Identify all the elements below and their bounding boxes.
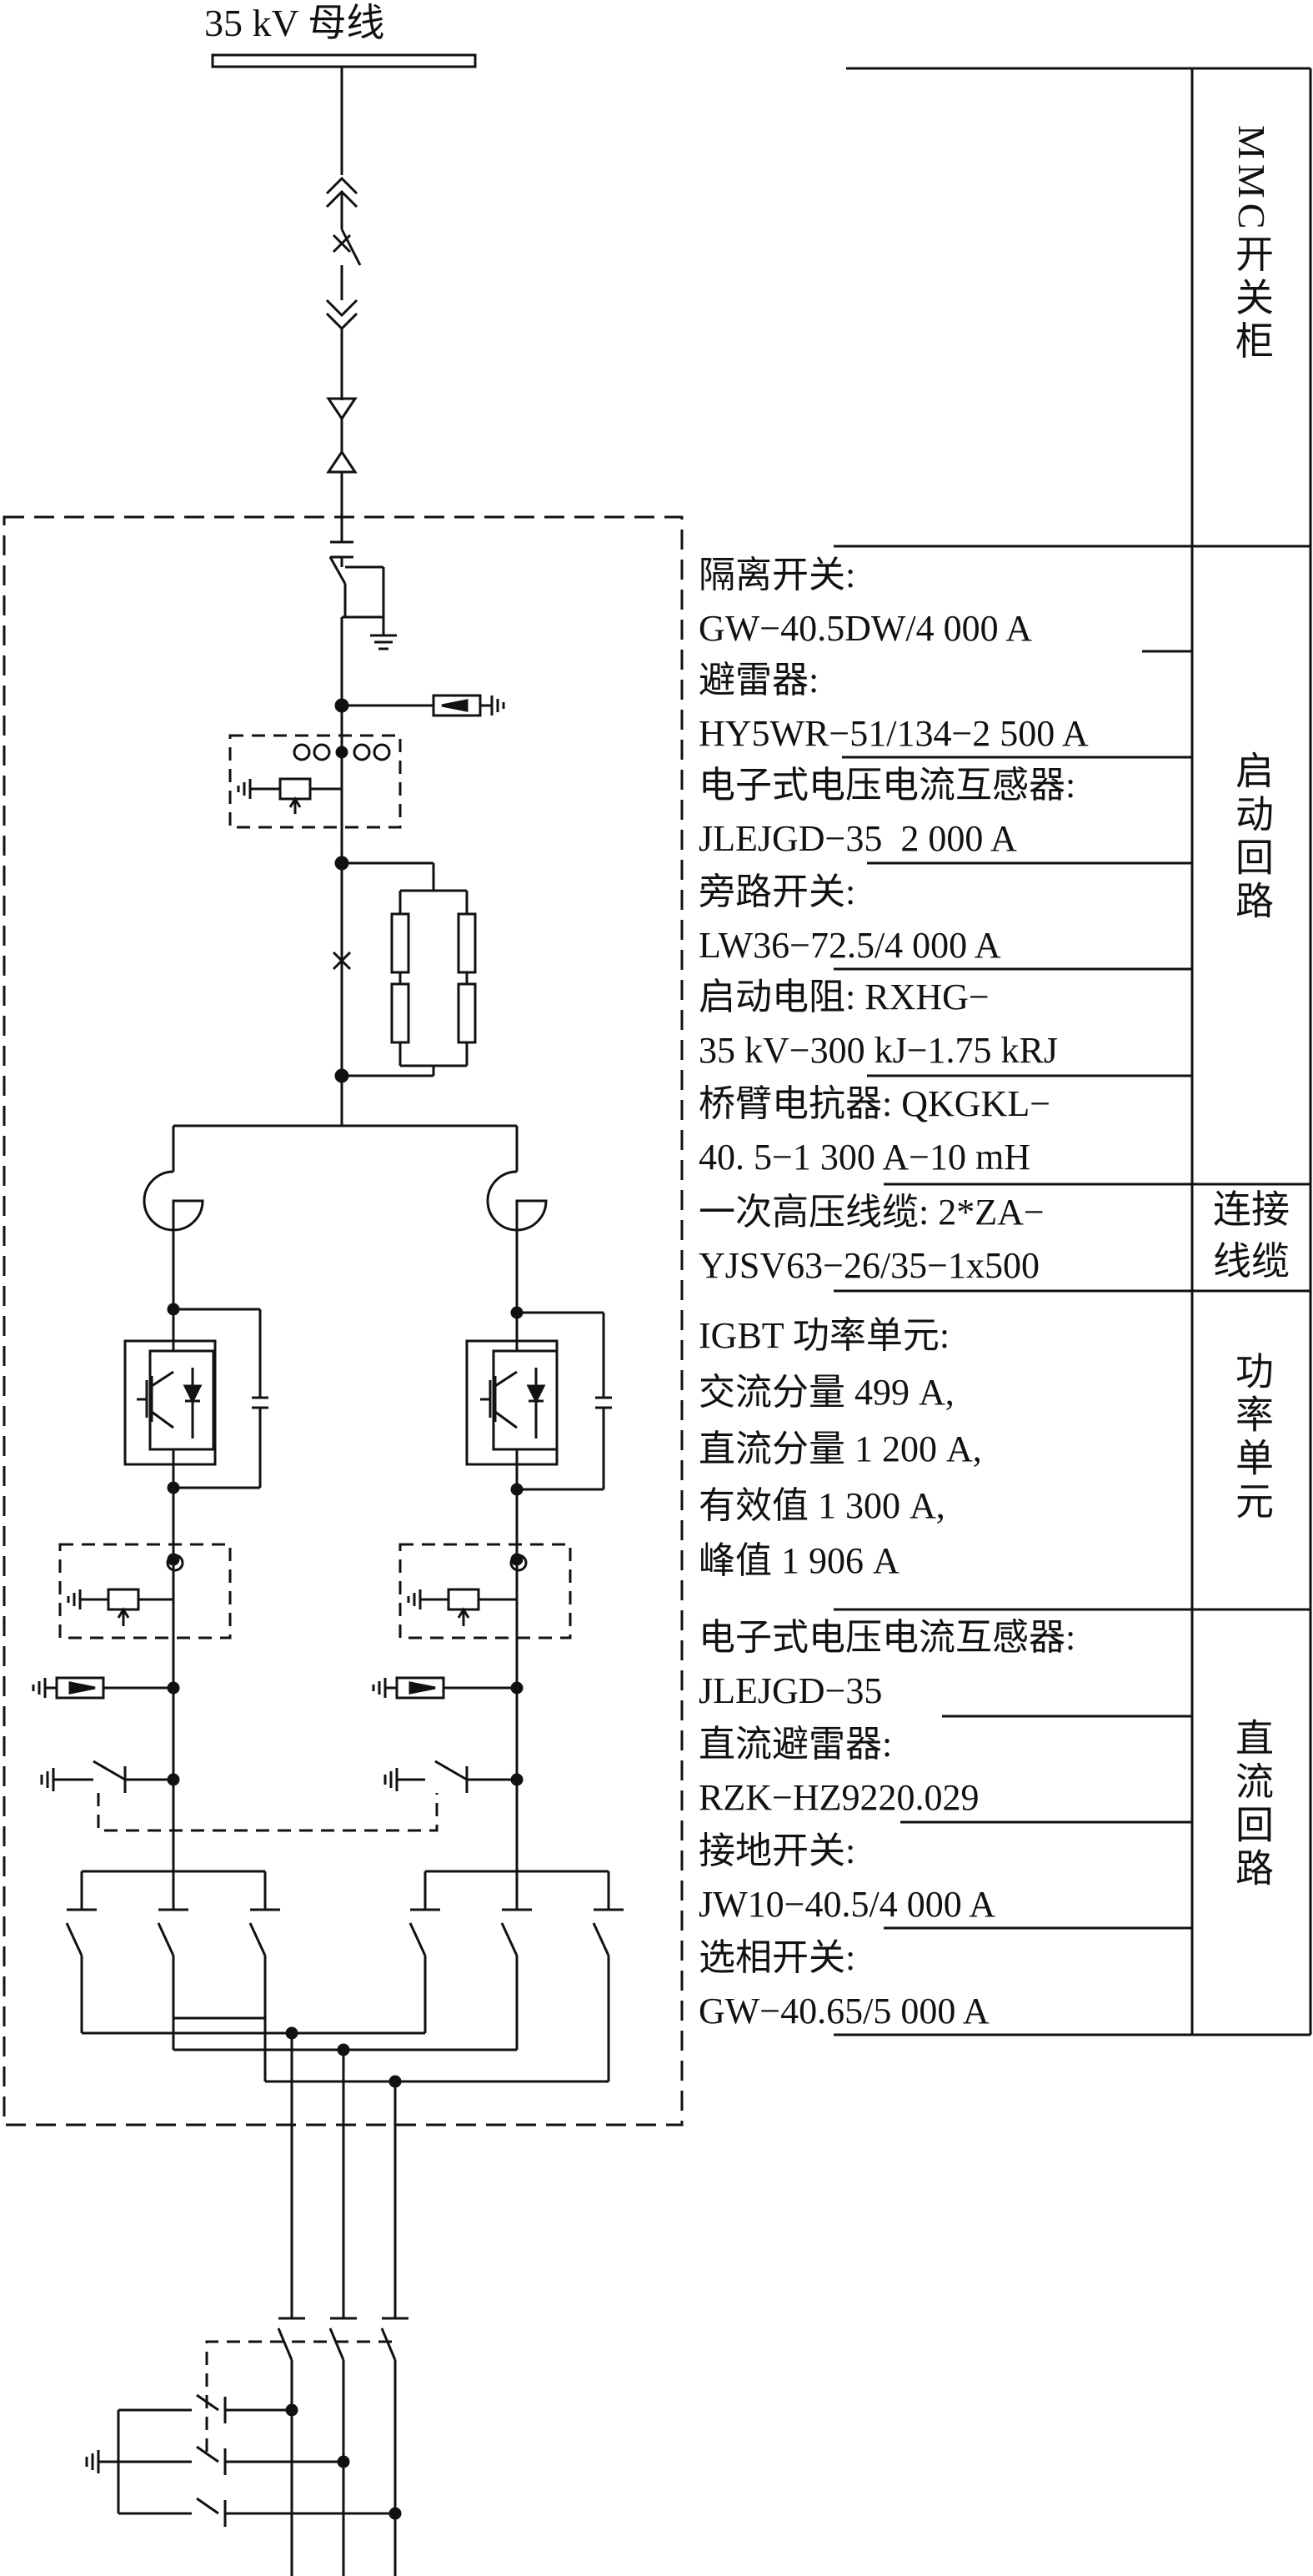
startup-label: GW−40.5DW/4 000 A [699, 608, 1032, 649]
dc-label: JLEJGD−35 [699, 1670, 883, 1711]
startup-label: JLEJGD−35 2 000 A [699, 818, 1017, 859]
surge-arrester [334, 694, 505, 717]
igbt-power-unit-left [123, 1251, 268, 1494]
dc-label: JW10−40.5/4 000 A [699, 1884, 996, 1925]
dc-transformer-left [58, 1489, 232, 1693]
igbt-power-unit-right [465, 1251, 612, 1496]
power-unit-label: 有效值 1 300 A, [699, 1485, 945, 1526]
startup-label: 避雷器: [699, 660, 819, 700]
dc-label: 直流避雷器: [699, 1724, 893, 1765]
category-connection-cable: 连接线缆 [1213, 1188, 1290, 1283]
isolating-switch [328, 555, 397, 650]
dc-label: 电子式电压电流互感器: [699, 1617, 1076, 1658]
arm-reactor-right [486, 1170, 548, 1251]
startup-label: 启动电阻: RXHG− [699, 977, 990, 1017]
startup-label: HY5WR−51/134−2 500 A [699, 713, 1089, 754]
cable-label: 一次高压线缆: 2*ZA− [699, 1192, 1045, 1233]
dc-transformer-right [398, 1489, 572, 1693]
busbar [211, 53, 477, 68]
three-phase-outgoing [85, 2033, 408, 2576]
grounding-switch-left [40, 1693, 439, 1910]
power-unit-label: IGBT 功率单元: [699, 1315, 950, 1356]
startup-label: LW36−72.5/4 000 A [699, 925, 1001, 966]
phase-selector-switches [65, 1870, 624, 2088]
startup-label: 旁路开关: [699, 871, 856, 912]
startup-label: 隔离开关: [699, 555, 856, 595]
arm-reactor-left [143, 1170, 204, 1251]
dc-label: RZK−HZ9220.029 [699, 1777, 980, 1818]
power-unit-label: 直流分量 1 200 A, [699, 1429, 982, 1469]
bypass-and-start-resistor [332, 861, 477, 1077]
category-dc-circuit: 直流回路 [1230, 1718, 1273, 1891]
startup-label: 电子式电压电流互感器: [699, 765, 1076, 806]
plug-connector [326, 397, 358, 474]
electronic-transformer-startup [228, 734, 402, 829]
dc-label: 接地开关: [699, 1830, 856, 1871]
dc-label: GW−40.65/5 000 A [699, 1991, 990, 2031]
label-table-lines [834, 67, 1312, 2036]
dc-surge-arrester-right [372, 1676, 524, 1700]
power-unit-label: 峰值 1 906 A [699, 1540, 900, 1581]
startup-label: 桥臂电抗器: QKGKL− [699, 1083, 1051, 1124]
dc-surge-arrester-left [32, 1676, 180, 1700]
bus-label: 35 kV 母线 [204, 2, 385, 44]
main-breaker [332, 228, 362, 300]
category-power-unit: 功率单元 [1230, 1351, 1273, 1524]
withdrawable-contact-bottom [325, 299, 358, 331]
grounding-switch-right [383, 1693, 524, 1910]
dc-label: 选相开关: [699, 1937, 856, 1978]
startup-label: 35 kV−300 kJ−1.75 kRJ [699, 1030, 1058, 1071]
startup-label: 40. 5−1 300 A−10 mH [699, 1137, 1030, 1178]
category-mmc-cabinet: MMC开关柜 [1230, 125, 1273, 364]
cable-label: YJSV63−26/35−1x500 [699, 1245, 1040, 1286]
category-startup-circuit: 启动回路 [1230, 751, 1273, 924]
power-unit-label: 交流分量 499 A, [699, 1372, 955, 1413]
